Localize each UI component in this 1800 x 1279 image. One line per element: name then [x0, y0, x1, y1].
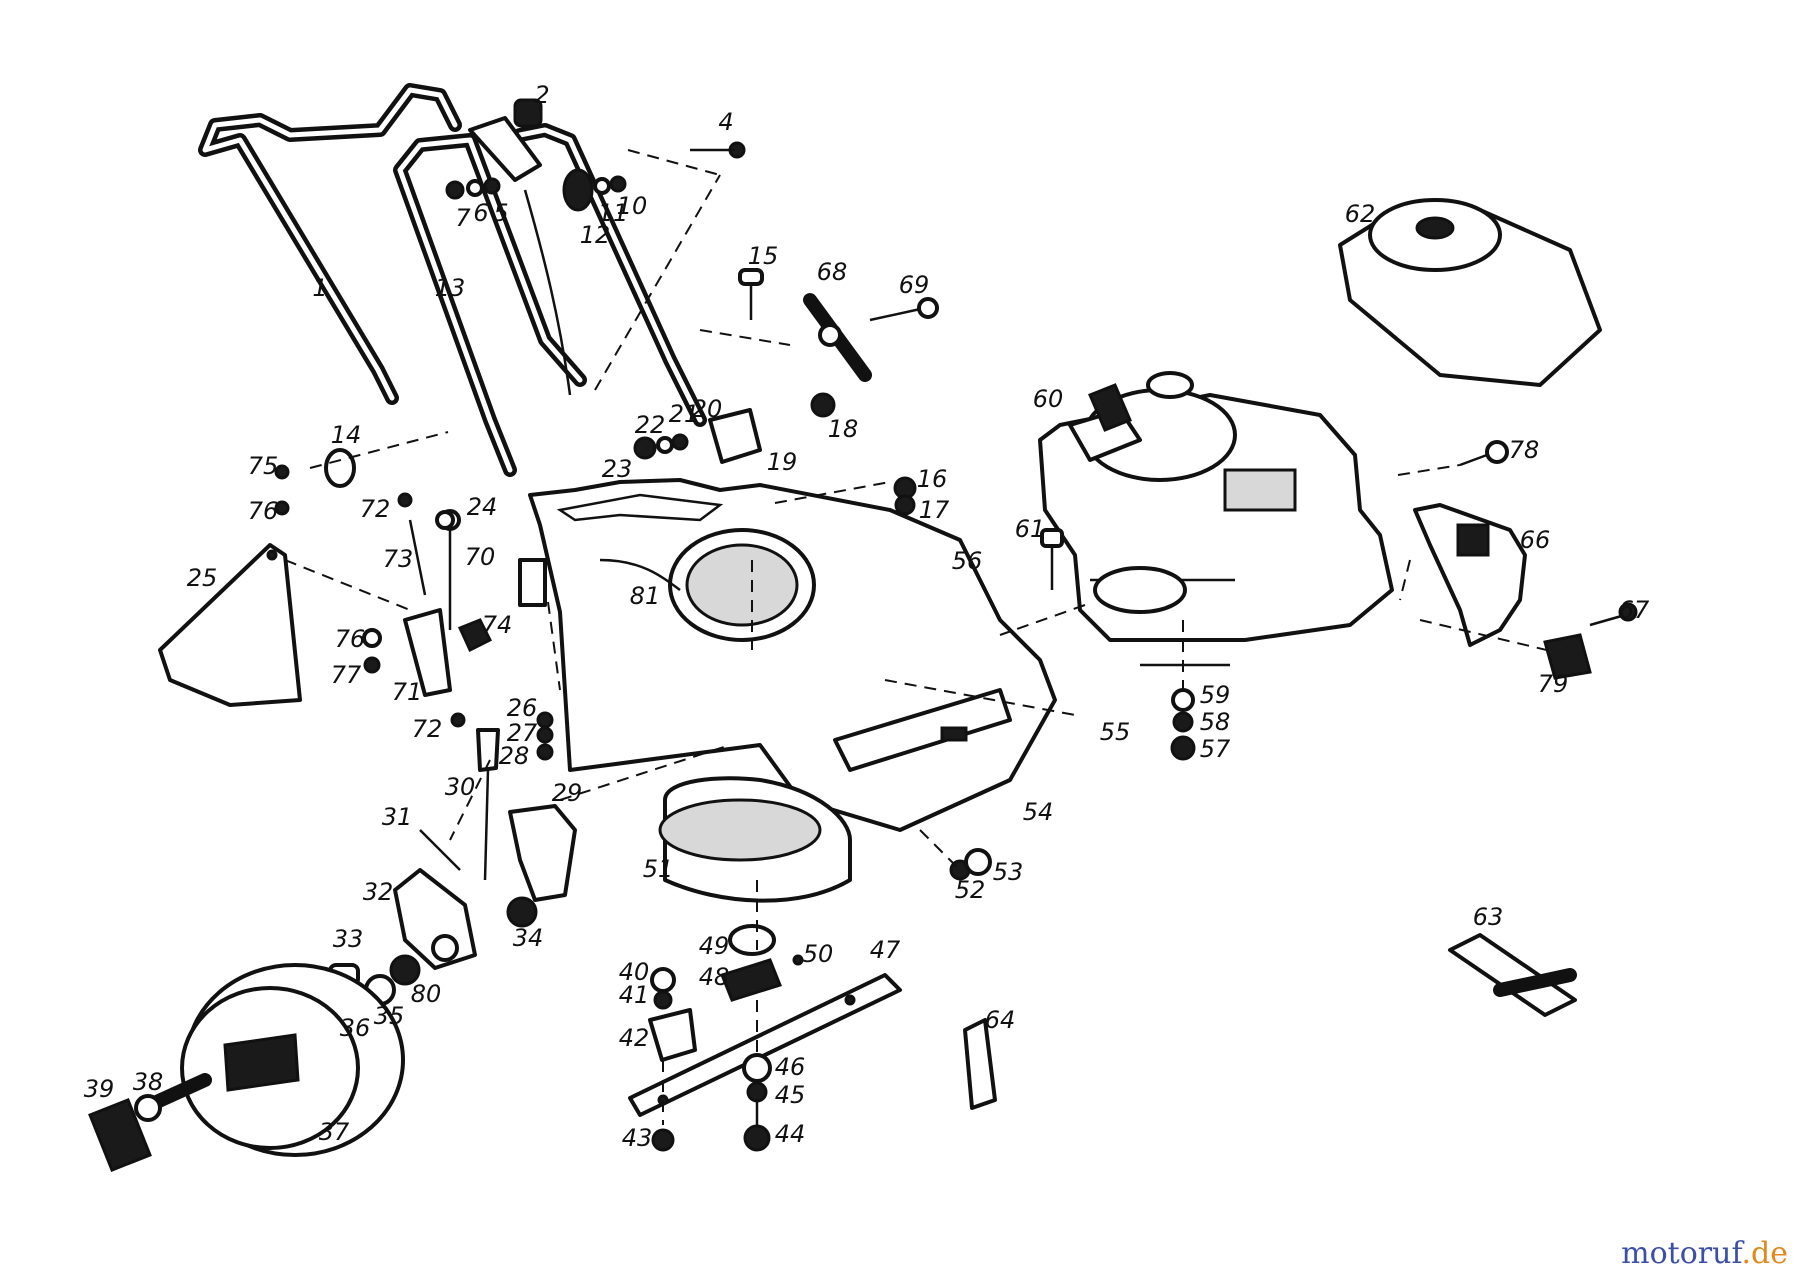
- callout-34: 34: [513, 924, 544, 952]
- callout-49: 49: [699, 932, 730, 960]
- callout-18: 18: [828, 415, 859, 443]
- engine-cover: [1338, 198, 1602, 387]
- callout-19: 19: [767, 448, 798, 476]
- callout-16: 16: [917, 465, 948, 493]
- callout-68: 68: [817, 258, 848, 286]
- callout-64: 64: [985, 1006, 1016, 1034]
- callout-47: 47: [870, 936, 901, 964]
- callout-15: 15: [748, 242, 779, 270]
- callout-17: 17: [919, 496, 950, 524]
- callout-76-top: 76: [248, 497, 279, 525]
- callout-55: 55: [1100, 718, 1131, 746]
- callout-12: 12: [580, 221, 611, 249]
- callout-30: 30: [445, 773, 476, 801]
- cutter-blade: [628, 924, 902, 1152]
- callout-36: 36: [340, 1014, 371, 1042]
- callout-2: 2: [534, 81, 549, 109]
- callout-72-top: 72: [360, 495, 391, 523]
- callout-70: 70: [465, 543, 496, 571]
- callout-62: 62: [1345, 200, 1376, 228]
- blade-adapter: [658, 776, 992, 903]
- callout-53: 53: [993, 858, 1024, 886]
- callout-44: 44: [775, 1120, 806, 1148]
- callout-33: 33: [333, 925, 364, 953]
- callout-76-bottom: 76: [335, 625, 366, 653]
- callout-1: 1: [312, 274, 327, 302]
- callout-4: 4: [718, 108, 733, 136]
- watermark-tld: .de: [1741, 1236, 1789, 1271]
- callout-51: 51: [643, 855, 674, 883]
- callout-52: 52: [955, 876, 986, 904]
- callout-25: 25: [187, 564, 218, 592]
- callout-80: 80: [411, 980, 442, 1008]
- callout-78: 78: [1509, 436, 1540, 464]
- callout-75: 75: [248, 452, 279, 480]
- callout-7: 7: [455, 204, 471, 232]
- callout-74: 74: [482, 611, 513, 639]
- callout-40: 40: [619, 958, 650, 986]
- callout-29: 29: [552, 779, 583, 807]
- rear-deflector: [158, 543, 302, 707]
- callout-27: 27: [507, 719, 538, 747]
- callout-6: 6: [473, 199, 488, 227]
- callout-66: 66: [1520, 526, 1551, 554]
- callout-11: 11: [598, 199, 629, 227]
- callout-35: 35: [374, 1002, 405, 1030]
- callout-81: 81: [630, 582, 661, 610]
- engine: [1038, 371, 1394, 761]
- callout-72-bottom: 72: [412, 715, 443, 743]
- callout-38: 38: [133, 1068, 164, 1096]
- callout-57: 57: [1200, 735, 1231, 763]
- callout-31: 31: [382, 803, 413, 831]
- leader-lines: [284, 149, 1556, 1125]
- callout-50: 50: [803, 940, 834, 968]
- callout-63: 63: [1473, 903, 1504, 931]
- callout-54: 54: [1023, 798, 1054, 826]
- callout-39: 39: [84, 1075, 115, 1103]
- callout-26: 26: [507, 694, 538, 722]
- mower-deck: [518, 478, 1057, 832]
- handle-assembly: [198, 83, 939, 488]
- height-adjuster: [328, 509, 577, 1016]
- fasteners: [274, 464, 917, 728]
- callout-69: 69: [899, 271, 930, 299]
- callout-5: 5: [493, 199, 508, 227]
- callout-32: 32: [363, 878, 394, 906]
- spark-plug-wrench: [1448, 933, 1577, 1017]
- callout-58: 58: [1200, 708, 1231, 736]
- callout-labels: 1 2 4 5 6 7 10 11 12 13 14 15 16 17 18 1…: [84, 81, 1650, 1152]
- callout-37: 37: [319, 1118, 350, 1146]
- callout-43: 43: [622, 1124, 653, 1152]
- callout-24: 24: [467, 493, 498, 521]
- callout-14: 14: [331, 421, 362, 449]
- callout-41: 41: [619, 981, 650, 1009]
- callout-73: 73: [383, 545, 414, 573]
- callout-56: 56: [952, 547, 983, 575]
- callout-10: 10: [617, 192, 648, 220]
- callout-28: 28: [499, 742, 530, 770]
- callout-42: 42: [619, 1024, 650, 1052]
- callout-20: 20: [692, 395, 723, 423]
- callout-21: 21: [669, 400, 700, 428]
- callout-46: 46: [775, 1053, 806, 1081]
- callout-13: 13: [435, 274, 466, 302]
- callout-61: 61: [1015, 515, 1046, 543]
- callout-59: 59: [1200, 681, 1231, 709]
- muffler-guard: [1413, 440, 1638, 680]
- brand-watermark: motoruf.de: [1621, 1236, 1788, 1271]
- callout-48: 48: [699, 963, 730, 991]
- label-plate: [963, 1018, 997, 1110]
- callout-71: 71: [392, 678, 423, 706]
- callout-22: 22: [635, 411, 666, 439]
- callout-45: 45: [775, 1081, 806, 1109]
- callout-77: 77: [331, 661, 362, 689]
- callout-67: 67: [1619, 596, 1650, 624]
- callout-23: 23: [602, 455, 633, 483]
- watermark-brand: motoruf: [1621, 1236, 1742, 1271]
- callout-79: 79: [1538, 670, 1569, 698]
- callout-60: 60: [1033, 385, 1064, 413]
- wheel: [88, 963, 405, 1172]
